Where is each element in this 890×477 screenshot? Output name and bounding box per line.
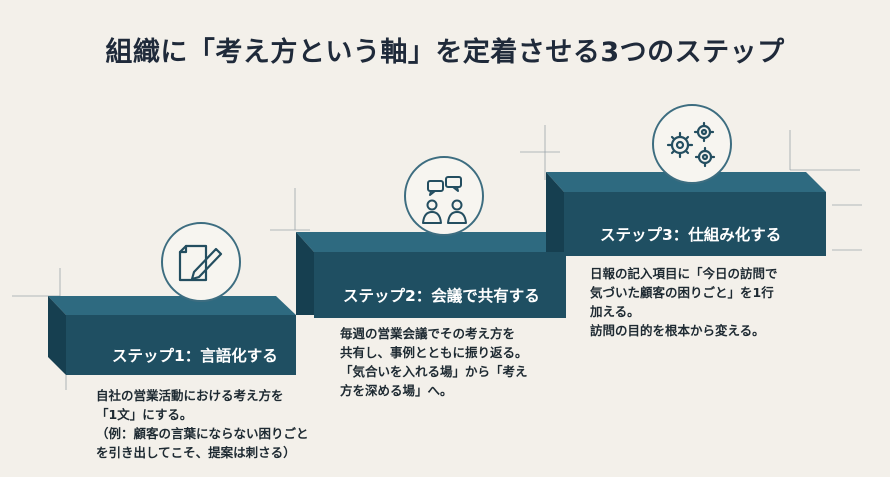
step-1-description: 自社の営業活動における考え方を 「1文」にする。 （例：顧客の言葉にならない困り… <box>96 388 309 460</box>
step-3-description: 日報の記入項目に「今日の訪問で 気づいた顧客の困りごと」を1行 加える。 訪問の… <box>590 266 778 338</box>
step-2-label: ステップ2：会議で共有する <box>343 287 540 305</box>
document-pen-icon <box>161 222 241 302</box>
step-2-block <box>296 232 566 318</box>
people-chat-icon <box>404 156 484 236</box>
page-title: 組織に「考え方という軸」を定着させる3つのステップ <box>105 37 785 68</box>
step-2-description: 毎週の営業会議でその考え方を 共有し、事例とともに振り返る。 「気合いを入れる場… <box>340 326 528 398</box>
step-1-block <box>48 296 296 390</box>
step-3-label: ステップ3：仕組み化する <box>600 226 782 244</box>
guide-lines <box>12 125 862 297</box>
gears-icon <box>652 104 732 184</box>
step-1-label: ステップ1：言語化する <box>112 347 278 365</box>
